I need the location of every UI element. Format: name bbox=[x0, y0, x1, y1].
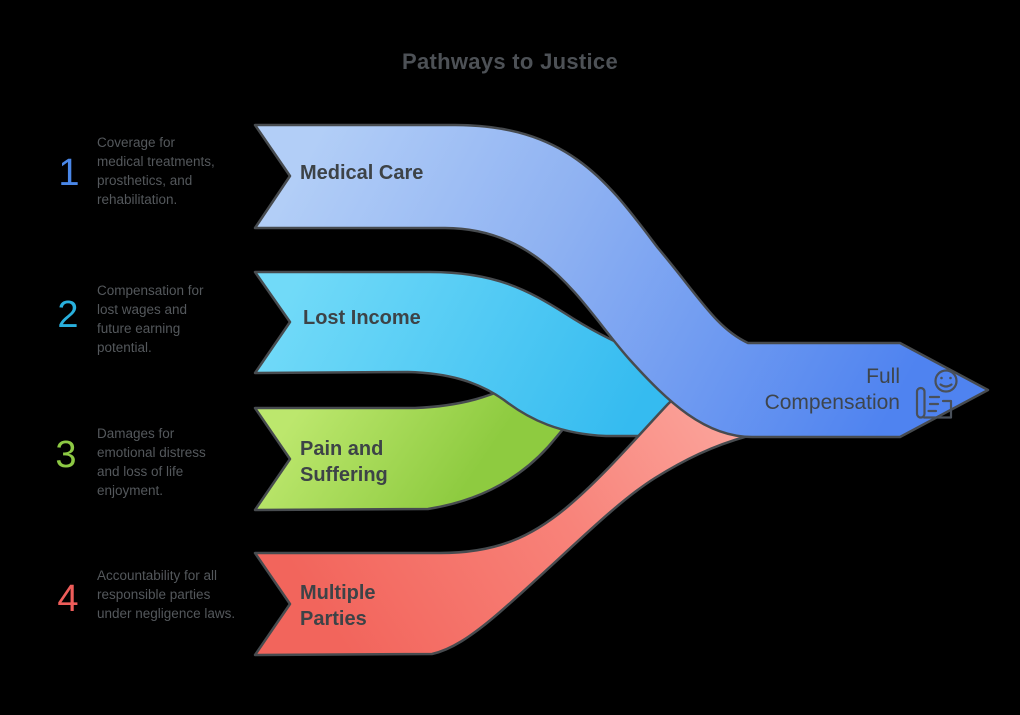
ribbons bbox=[253, 123, 990, 657]
satisfied-client-checklist-icon bbox=[915, 369, 958, 419]
page-title: Pathways to Justice bbox=[402, 49, 618, 74]
checklist-thumb bbox=[915, 386, 926, 419]
smiley-eye-left bbox=[940, 376, 943, 380]
step-number-2: 2 bbox=[57, 294, 79, 336]
smiley-mouth bbox=[939, 383, 953, 388]
step-description-2: Compensation for lost wages and future e… bbox=[97, 283, 204, 356]
step-description-3: Damages for emotional distress and loss … bbox=[97, 426, 206, 499]
step-description-4: Accountability for all responsible parti… bbox=[97, 568, 236, 622]
step-description-1: Coverage for medical treatments, prosthe… bbox=[97, 135, 215, 208]
band-label-lost-income: Lost Income bbox=[303, 307, 421, 329]
band-label-multiple-parties: Multiple Parties bbox=[300, 582, 376, 630]
step-number-4: 4 bbox=[57, 578, 79, 620]
medical-care-full-compensation-ribbon bbox=[253, 123, 990, 439]
step-number-1: 1 bbox=[58, 152, 80, 194]
result-label-full-compensation: Full Compensation bbox=[764, 365, 900, 415]
step-number-3: 3 bbox=[55, 434, 77, 476]
smiley-eye-right bbox=[949, 376, 952, 380]
checklist-bracket bbox=[922, 399, 953, 419]
checklist-lines bbox=[927, 395, 941, 413]
band-label-medical-care: Medical Care bbox=[300, 162, 424, 184]
band-label-pain-suffering: Pain and Suffering bbox=[300, 438, 388, 486]
smiley-face-icon bbox=[934, 369, 958, 393]
